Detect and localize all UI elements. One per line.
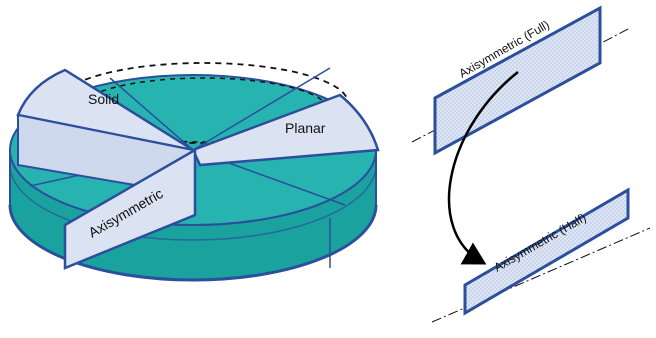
transform-arrow [447,71,519,265]
cut-line-1 [192,67,331,151]
axisymmetric-full-shape [433,5,602,156]
disk-rim-band [9,164,377,241]
planar-slice-shape [191,93,380,167]
axisymmetric-full-panel: Axisymmetric (Full) [411,5,631,156]
disk-bottom-rim [8,204,378,282]
axisymmetric-half-shape [463,187,630,316]
cut-line-4 [109,77,194,151]
solid-wedge-shape [16,68,194,152]
label-solid: Solid [88,91,119,107]
axisymmetric-plane: Axisymmetric [63,147,197,270]
axisymmetric-plane-shape [63,147,197,270]
planar-slice: Planar [191,93,380,167]
label-planar: Planar [285,120,326,136]
axisymmetric-half-panel: Axisymmetric (Half) [431,187,651,323]
